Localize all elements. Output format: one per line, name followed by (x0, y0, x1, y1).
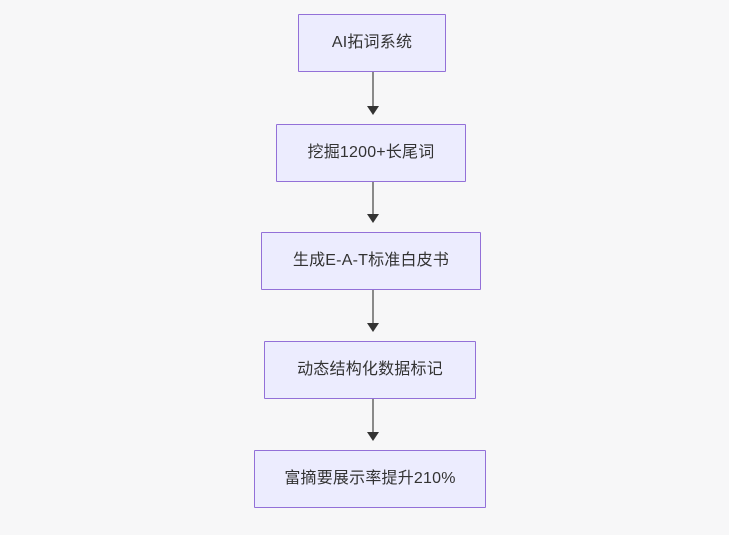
flowchart-node-generate-eat-whitepaper[interactable]: 生成E-A-T标准白皮书 (261, 232, 481, 290)
edge-line (372, 72, 374, 107)
edge-n2-n3 (367, 182, 379, 223)
node-label: AI拓词系统 (331, 34, 413, 51)
flowchart-node-ai-keyword-system[interactable]: AI拓词系统 (298, 14, 446, 72)
node-label: 挖掘1200+长尾词 (307, 144, 435, 161)
edge-n1-n2 (367, 72, 379, 115)
flowchart-node-mine-longtail-keywords[interactable]: 挖掘1200+长尾词 (276, 124, 466, 182)
edge-line (372, 399, 374, 433)
edge-n3-n4 (367, 290, 379, 332)
arrowhead-icon (367, 214, 379, 223)
arrowhead-icon (367, 323, 379, 332)
node-label: 富摘要展示率提升210% (284, 470, 456, 487)
edge-n4-n5 (367, 399, 379, 441)
edge-line (372, 182, 374, 215)
flowchart-node-rich-snippet-rate-increase[interactable]: 富摘要展示率提升210% (254, 450, 486, 508)
edge-line (372, 290, 374, 324)
arrowhead-icon (367, 106, 379, 115)
node-label: 生成E-A-T标准白皮书 (292, 252, 450, 269)
node-label: 动态结构化数据标记 (297, 361, 443, 378)
arrowhead-icon (367, 432, 379, 441)
flowchart-node-dynamic-structured-data-markup[interactable]: 动态结构化数据标记 (264, 341, 476, 399)
